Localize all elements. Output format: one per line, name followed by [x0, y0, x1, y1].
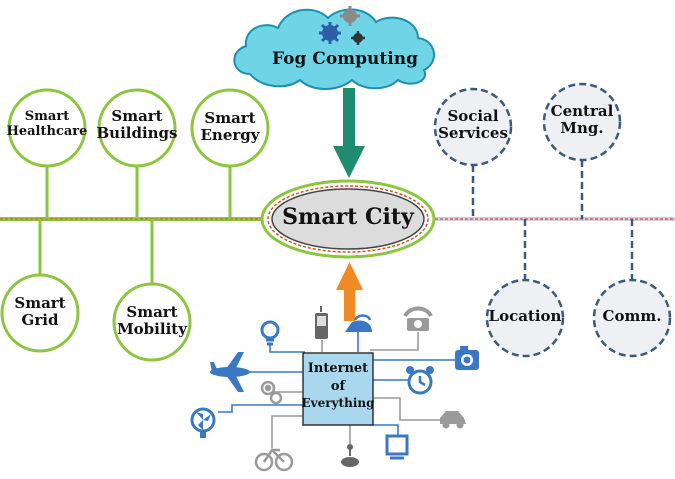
- dashed-connectors: [471, 160, 634, 280]
- node-smart-buildings: [97, 88, 177, 168]
- smart-city-hub: [260, 179, 436, 259]
- mobile-phone-icon: [315, 306, 328, 339]
- node-location: [485, 278, 565, 358]
- camera-icon: [455, 346, 479, 370]
- iron-icon: [345, 314, 372, 332]
- node-central-mng: [542, 82, 622, 162]
- fan-icon: [190, 407, 216, 438]
- dashed-nodes: [433, 82, 672, 358]
- node-smart-grid: [0, 273, 80, 353]
- fog-cloud: [233, 8, 435, 90]
- node-smart-mobility: [112, 282, 192, 362]
- fog-to-city-arrow: [333, 88, 365, 178]
- joystick-icon: [341, 444, 359, 467]
- car-icon: [440, 411, 466, 429]
- airplane-icon: [210, 352, 250, 392]
- alarm-clock-icon: [406, 366, 434, 395]
- green-connectors: [38, 165, 232, 285]
- telephone-icon: [403, 306, 433, 331]
- ioe-to-city-arrow: [336, 262, 363, 321]
- bicycle-icon: [254, 448, 294, 472]
- ioe-box: [302, 352, 374, 426]
- lightbulb-icon: [260, 320, 280, 346]
- node-smart-healthcare: [7, 88, 87, 168]
- node-comm: [592, 278, 672, 358]
- gears-icon: [319, 6, 365, 45]
- node-smart-energy: [190, 88, 270, 168]
- television-icon: [385, 434, 409, 460]
- green-nodes: [0, 88, 270, 362]
- node-social-services: [433, 87, 513, 167]
- gears-small-icon: [260, 380, 283, 405]
